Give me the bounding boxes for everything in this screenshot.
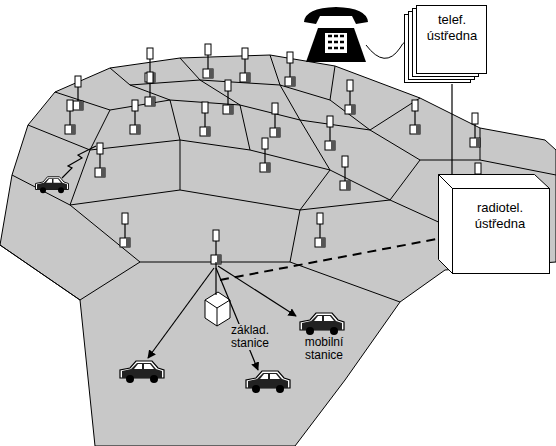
radio-link xyxy=(216,268,258,370)
cell-border xyxy=(80,262,400,302)
antenna-tower xyxy=(340,156,350,190)
antenna-tower xyxy=(145,72,155,106)
cell-area xyxy=(0,55,556,446)
telephone xyxy=(304,7,412,62)
antenna-tower xyxy=(285,52,295,86)
antenna-tower xyxy=(95,143,105,177)
dashed-link xyxy=(220,238,442,280)
antenna-tower xyxy=(200,102,210,136)
exchange-box: telef. ústředna xyxy=(404,4,488,84)
car xyxy=(36,177,69,194)
trunk-line xyxy=(451,84,452,174)
car xyxy=(300,313,344,335)
antenna-tower xyxy=(130,100,140,134)
node-label: telef. ústředna xyxy=(420,12,484,44)
part-label: základ. stanice xyxy=(226,324,274,350)
antenna-tower xyxy=(73,76,83,110)
car xyxy=(120,361,164,383)
cell-border xyxy=(0,55,556,300)
radio-link xyxy=(62,146,96,178)
antenna-tower xyxy=(270,103,280,137)
part-label: mobilní stanice xyxy=(296,336,352,362)
antenna-tower xyxy=(345,80,355,114)
antenna-tower xyxy=(325,116,335,150)
antenna-tower xyxy=(315,213,325,247)
antenna-tower xyxy=(410,100,420,134)
antenna-tower xyxy=(120,213,130,247)
radio-link xyxy=(148,268,214,358)
antenna-tower xyxy=(240,48,250,82)
node-label: radiotel. ústředna xyxy=(456,200,544,232)
switch-box: radiotel. ústředna xyxy=(438,174,550,274)
antenna-tower xyxy=(470,113,480,147)
antenna-tower xyxy=(65,100,75,134)
car xyxy=(246,371,290,393)
antenna-tower xyxy=(203,44,213,78)
antenna-tower xyxy=(211,230,221,264)
antenna-tower xyxy=(223,80,233,114)
antenna-tower xyxy=(260,138,270,172)
